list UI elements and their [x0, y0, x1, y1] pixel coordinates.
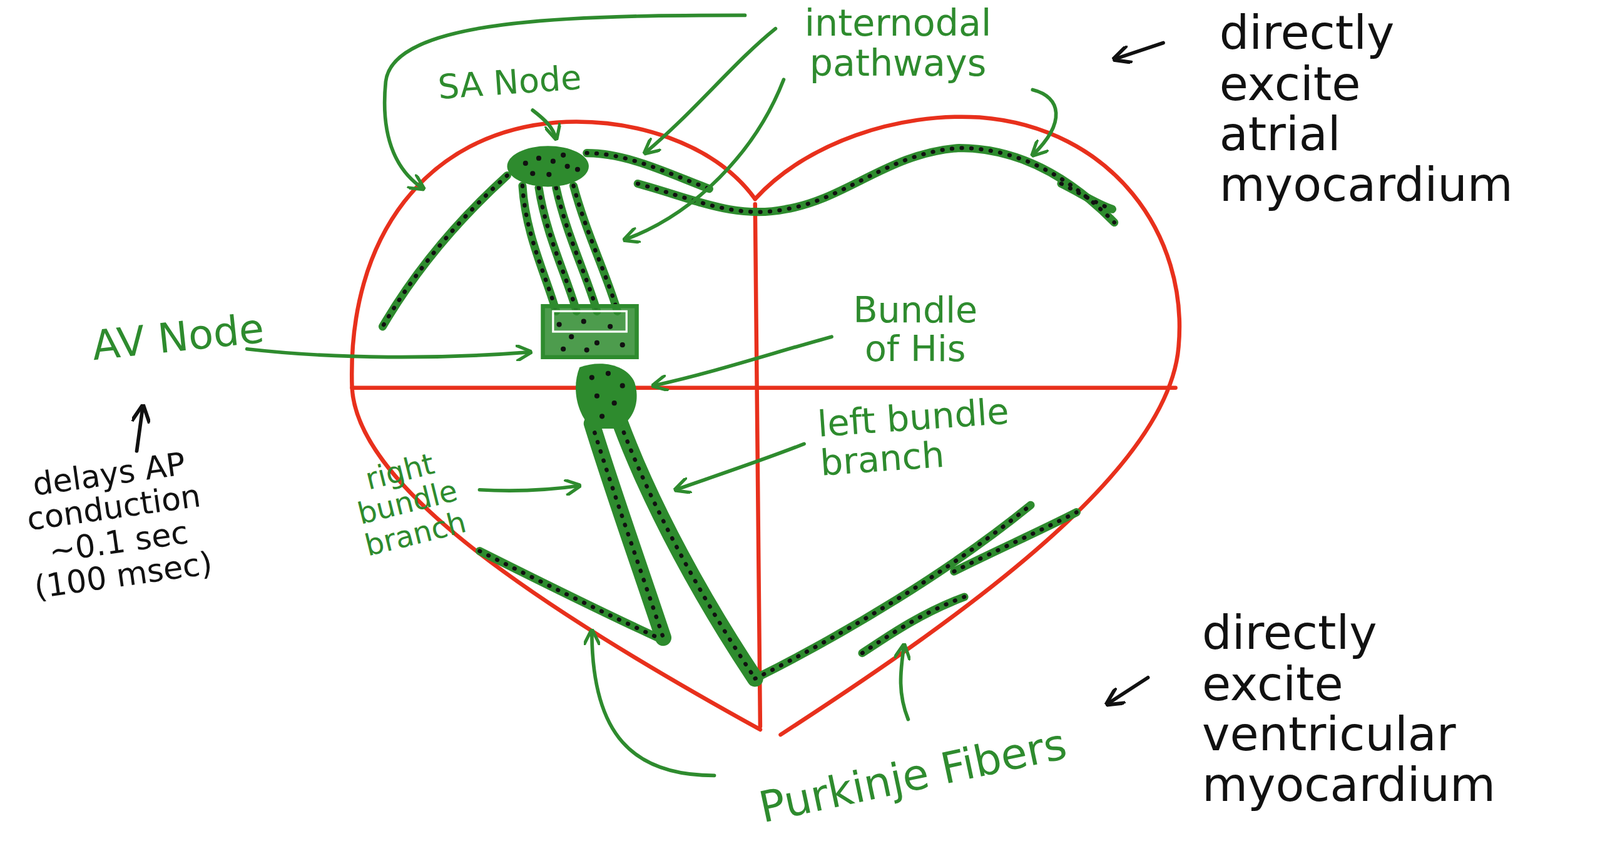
- annotation-label: internodal pathways: [790, 4, 1005, 84]
- leader-line: [247, 349, 531, 358]
- heart-outline: [351, 117, 1180, 735]
- av-node-shape: [543, 305, 637, 358]
- leader-line: [653, 336, 832, 386]
- annotation-label: directly excite ventricular myocardium: [1202, 608, 1549, 811]
- dot-row: [522, 185, 557, 312]
- septum-line: [755, 203, 761, 727]
- note-arrow: [1114, 42, 1164, 59]
- dot-row: [1061, 183, 1113, 210]
- note-arrow: [1106, 677, 1148, 704]
- leader-line: [532, 110, 557, 139]
- av-plane-line: [352, 385, 1176, 390]
- bundle-of-his-shape: [575, 363, 637, 429]
- bundle-dots: [589, 371, 626, 420]
- annotation-label: delays AP conduction ~0.1 sec (100 msec): [8, 443, 225, 607]
- annotation-label: right bundle branch: [336, 441, 479, 565]
- dot-row: [382, 175, 508, 327]
- annotation-label: SA Node: [436, 59, 583, 106]
- note-arrow: [137, 406, 144, 452]
- dot-row: [591, 423, 664, 638]
- dot-row: [862, 596, 965, 654]
- annotation-label: Purkinje Fibers: [755, 720, 1071, 831]
- dot-row: [586, 153, 710, 189]
- leader-arrows: [247, 15, 1057, 776]
- leader-line: [675, 443, 805, 490]
- purkinje-fiber: [954, 512, 1077, 572]
- dot-row: [538, 187, 577, 311]
- heart-right-wall: [755, 117, 1180, 735]
- leader-line: [479, 485, 580, 491]
- av-node-dots: [556, 319, 626, 353]
- internodal-pathway: [382, 175, 508, 327]
- internodal-pathway: [573, 185, 617, 312]
- leader-line: [624, 79, 784, 240]
- sa-node-dots: [523, 152, 581, 178]
- dot-row: [954, 512, 1077, 572]
- dot-row: [479, 551, 658, 639]
- conduction-pathways: [382, 147, 1115, 679]
- sa-node-shape: [506, 145, 589, 187]
- leader-line: [384, 15, 746, 189]
- annotation-label: Bundle of His: [838, 291, 992, 369]
- heart-left-wall: [351, 122, 761, 730]
- left-bundle-branch-band: [620, 423, 755, 679]
- leader-line: [591, 630, 715, 776]
- annotation-label: AV Node: [90, 306, 267, 369]
- dot-row: [573, 185, 617, 312]
- purkinje-fiber: [755, 504, 1031, 679]
- purkinje-fiber: [862, 596, 965, 654]
- dot-row: [620, 423, 755, 679]
- leader-line: [900, 645, 908, 720]
- dot-row: [755, 504, 1031, 679]
- dot-row: [556, 187, 597, 311]
- internodal-pathway: [1061, 183, 1113, 210]
- note-arrows: [137, 42, 1164, 704]
- leader-line: [1032, 90, 1056, 156]
- conduction-dots: [382, 147, 1115, 679]
- annotation-label: left bundle branch: [816, 387, 1087, 484]
- av-node-inner: [553, 310, 627, 332]
- purkinje-fiber: [479, 551, 658, 639]
- annotation-label: directly excite atrial myocardium: [1219, 8, 1557, 211]
